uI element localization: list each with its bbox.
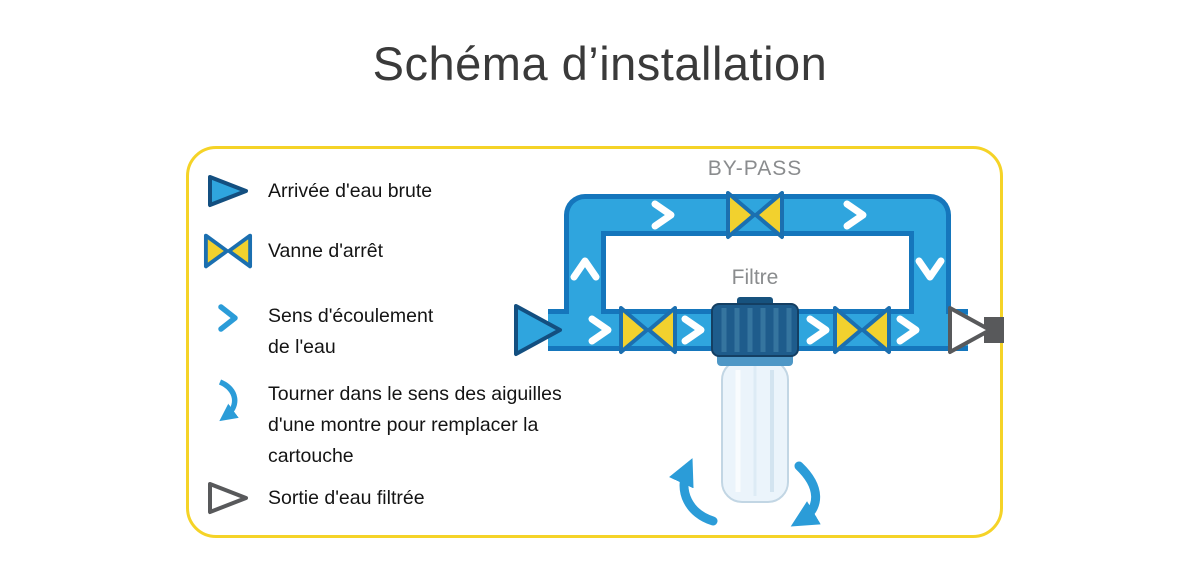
flow-chevron xyxy=(681,315,705,345)
legend-label: Vanne d'arrêt xyxy=(268,239,384,262)
rotate-arrow-right xyxy=(790,461,821,527)
shutoff-valve-icon xyxy=(203,231,253,271)
flow-chevron xyxy=(651,200,675,230)
shutoff-valve-inlet-side xyxy=(619,306,677,354)
legend-label: Sens d'écoulement de l'eau xyxy=(268,305,434,358)
flow-chevron xyxy=(896,315,920,345)
bypass-label: BY-PASS xyxy=(707,157,803,180)
legend-item-filtered-water-outlet: Sortie d'eau filtrée xyxy=(203,481,425,515)
flow-chevron xyxy=(806,315,830,345)
legend-item-rotate-to-replace: Tourner dans le sens des aiguilles d'une… xyxy=(203,379,613,472)
flow-chevron-up xyxy=(570,257,600,281)
inlet-triangle xyxy=(514,304,562,356)
flow-direction-icon xyxy=(203,303,253,333)
legend-item-flow-direction: Sens d'écoulement de l'eau xyxy=(203,301,446,363)
filtered-water-outlet-icon xyxy=(203,481,253,515)
rotate-clockwise-icon xyxy=(203,377,253,423)
outlet-end-cap xyxy=(984,317,1004,343)
flow-chevrons xyxy=(570,200,945,345)
legend-label: Tourner dans le sens des aiguilles d'une… xyxy=(268,383,562,467)
legend-label: Arrivée d'eau brute xyxy=(268,179,433,202)
page-title: Schéma d’installation xyxy=(372,37,828,90)
legend-item-raw-water-inlet: Arrivée d'eau brute xyxy=(203,174,432,208)
flow-chevron xyxy=(588,315,612,345)
outlet-triangle xyxy=(948,306,992,354)
filter-label: Filtre xyxy=(731,266,779,289)
legend-item-shutoff-valve: Vanne d'arrêt xyxy=(203,231,383,271)
flow-chevron xyxy=(843,200,867,230)
filter-cap-ribs xyxy=(721,308,792,352)
legend-label: Sortie d'eau filtrée xyxy=(268,486,425,509)
filter-housing xyxy=(711,297,799,503)
raw-water-inlet-icon xyxy=(203,174,253,208)
shutoff-valve-outlet-side xyxy=(833,306,891,354)
shutoff-valve-bypass xyxy=(726,191,784,239)
flow-chevron-down xyxy=(915,257,945,281)
rotate-arrow-left xyxy=(668,458,718,526)
